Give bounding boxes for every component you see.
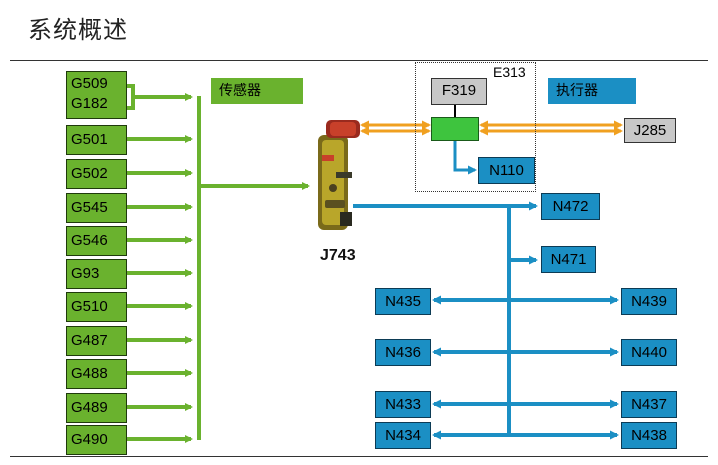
sensor-g487: G487	[66, 326, 127, 356]
can-lines	[360, 120, 623, 136]
actuator-n433: N433	[375, 391, 431, 418]
control-unit-label: J743	[320, 247, 356, 264]
sensor-g490: G490	[66, 425, 127, 455]
sensor-g489: G489	[66, 393, 127, 423]
valve-box	[431, 117, 479, 141]
actuator-n110: N110	[478, 157, 535, 184]
actuators-header: 执行器	[548, 78, 636, 104]
sensor-g502: G502	[66, 159, 127, 189]
j285-unit: J285	[624, 118, 676, 143]
sensor-g546: G546	[66, 226, 127, 256]
actuator-n471: N471	[541, 246, 596, 273]
sensor-g488: G488	[66, 359, 127, 389]
actuator-n435: N435	[375, 288, 431, 315]
actuator-n436: N436	[375, 339, 431, 366]
actuator-bus	[353, 140, 619, 440]
sensor-bus	[127, 84, 310, 443]
e313-group	[415, 62, 536, 192]
actuator-n438: N438	[621, 422, 677, 449]
e313-label: E313	[493, 64, 526, 80]
actuator-n437: N437	[621, 391, 677, 418]
bottom-divider	[10, 456, 708, 457]
sensors-header: 传感器	[211, 78, 303, 104]
sensor-g545: G545	[66, 193, 127, 223]
actuator-n439: N439	[621, 288, 677, 315]
top-divider	[10, 60, 708, 61]
sensor-g509-g182: G509 G182	[66, 71, 127, 119]
sensor-g93: G93	[66, 259, 127, 289]
actuator-n434: N434	[375, 422, 431, 449]
sensor-g501: G501	[66, 125, 127, 155]
page-title: 系统概述	[28, 16, 128, 44]
j743-unit-illustration	[318, 120, 360, 230]
f319-switch: F319	[431, 78, 487, 105]
actuator-n440: N440	[621, 339, 677, 366]
sensor-g510: G510	[66, 292, 127, 322]
actuator-n472: N472	[541, 193, 600, 220]
